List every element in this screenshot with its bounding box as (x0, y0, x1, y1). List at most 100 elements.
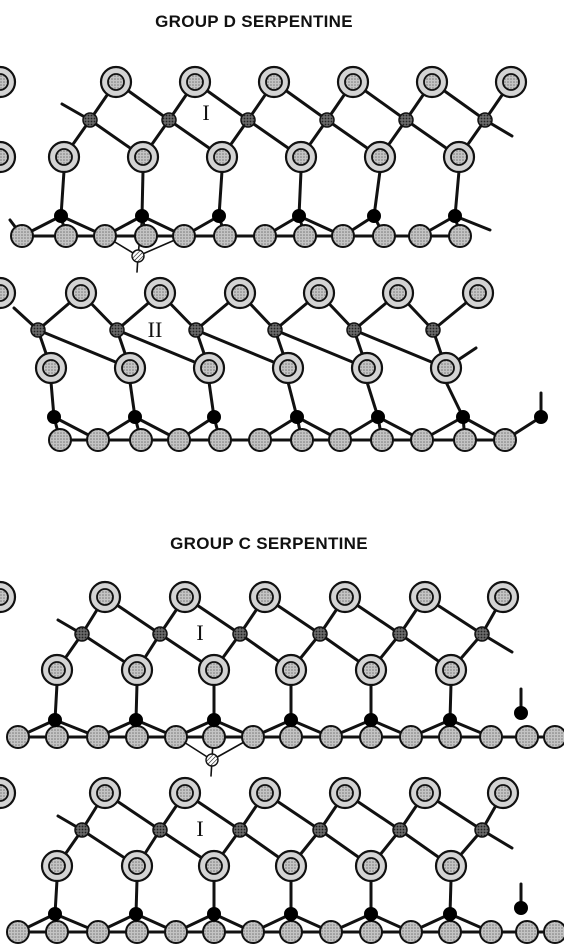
hydroxyl-oxygen-icon (461, 276, 495, 310)
octahedral-cation-icon (312, 626, 328, 642)
tetrahedral-cation-icon (48, 907, 62, 921)
hydroxyl-oxygen-icon (113, 351, 147, 385)
tetrahedral-cation-icon (284, 713, 298, 727)
hydroxyl-oxygen-icon (494, 65, 528, 99)
hydroxyl-oxygen-icon (0, 140, 17, 174)
bond-line (372, 169, 382, 218)
basal-oxygen-icon (410, 428, 434, 452)
basal-oxygen-icon (54, 224, 78, 248)
octahedral-cation-icon (161, 112, 177, 128)
basal-oxygen-icon (543, 920, 564, 944)
basal-oxygen-icon (515, 920, 539, 944)
basal-oxygen-icon (370, 428, 394, 452)
basal-oxygen-icon (202, 725, 226, 749)
serpentine-layers (0, 65, 564, 944)
bond-line (194, 328, 290, 370)
hydroxyl-oxygen-icon (354, 849, 388, 883)
hydroxyl-oxygen-icon (168, 776, 202, 810)
basal-oxygen-icon (279, 920, 303, 944)
tetrahedral-cation-icon (443, 713, 457, 727)
basal-oxygen-icon (408, 224, 432, 248)
hydroxyl-oxygen-icon (0, 65, 17, 99)
hydroxyl-oxygen-icon (120, 653, 154, 687)
hydroxyl-oxygen-icon (248, 580, 282, 614)
tetrahedral-cation-icon (534, 410, 548, 424)
basal-oxygen-icon (164, 920, 188, 944)
octahedral-cation-icon (232, 822, 248, 838)
basal-oxygen-icon (125, 725, 149, 749)
octahedral-cation-icon (398, 112, 414, 128)
tetrahedral-cation-icon (514, 901, 528, 915)
hydroxyl-oxygen-icon (143, 276, 177, 310)
hydroxyl-oxygen-icon (274, 653, 308, 687)
basal-oxygen-icon (86, 428, 110, 452)
hydroxyl-oxygen-icon (197, 849, 231, 883)
bond-line (297, 169, 303, 218)
hydroxyl-oxygen-icon (442, 140, 476, 174)
hydroxyl-oxygen-icon (40, 653, 74, 687)
octahedral-cation-icon (109, 322, 125, 338)
hydroxyl-oxygen-icon (47, 140, 81, 174)
octahedral-cation-icon (152, 626, 168, 642)
tetrahedral-cation-icon (135, 209, 149, 223)
tetrahedral-cation-icon (54, 209, 68, 223)
tetrahedral-cation-icon (212, 209, 226, 223)
tetrahedral-cation-icon (443, 907, 457, 921)
octahedral-cation-icon (240, 112, 256, 128)
hydrogen-bond-icon (131, 249, 145, 263)
layer-label-group-c-2: I (196, 816, 203, 841)
tetrahedral-cation-icon (207, 713, 221, 727)
bond-line (273, 328, 369, 370)
basal-oxygen-icon (86, 725, 110, 749)
octahedral-cation-icon (425, 322, 441, 338)
basal-oxygen-icon (290, 428, 314, 452)
hydroxyl-oxygen-icon (302, 276, 336, 310)
hydroxyl-oxygen-icon (88, 580, 122, 614)
basal-oxygen-icon (45, 920, 69, 944)
basal-oxygen-icon (45, 725, 69, 749)
hydroxyl-oxygen-icon (99, 65, 133, 99)
tetrahedral-cation-icon (364, 713, 378, 727)
tetrahedral-cation-icon (129, 713, 143, 727)
basal-oxygen-icon (438, 920, 462, 944)
hydroxyl-oxygen-icon (350, 351, 384, 385)
hydroxyl-oxygen-icon (178, 65, 212, 99)
basal-oxygen-icon (399, 725, 423, 749)
octahedral-cation-icon (477, 112, 493, 128)
basal-oxygen-icon (319, 920, 343, 944)
tetrahedral-cation-icon (292, 209, 306, 223)
basal-oxygen-icon (399, 920, 423, 944)
bond-line (217, 169, 224, 218)
tetrahedral-cation-icon (207, 907, 221, 921)
basal-oxygen-icon (479, 920, 503, 944)
basal-oxygen-icon (6, 725, 30, 749)
octahedral-cation-icon (392, 626, 408, 642)
hydroxyl-oxygen-icon (486, 580, 520, 614)
tetrahedral-cation-icon (128, 410, 142, 424)
hydroxyl-oxygen-icon (248, 776, 282, 810)
tetrahedral-cation-icon (371, 410, 385, 424)
tetrahedral-cation-icon (456, 410, 470, 424)
basal-oxygen-icon (515, 725, 539, 749)
bond-line (59, 169, 66, 218)
tetrahedral-cation-icon (290, 410, 304, 424)
octahedral-cation-icon (474, 822, 490, 838)
octahedral-cation-icon (319, 112, 335, 128)
basal-oxygen-icon (359, 725, 383, 749)
hydroxyl-oxygen-icon (415, 65, 449, 99)
basal-oxygen-icon (359, 920, 383, 944)
hydroxyl-oxygen-icon (328, 580, 362, 614)
basal-oxygen-icon (208, 428, 232, 452)
basal-oxygen-icon (253, 224, 277, 248)
bond-line (115, 328, 211, 370)
hydroxyl-oxygen-icon (336, 65, 370, 99)
layer-label-group-c-1: I (196, 620, 203, 645)
hydroxyl-oxygen-icon (363, 140, 397, 174)
basal-oxygen-icon (167, 428, 191, 452)
basal-oxygen-icon (448, 224, 472, 248)
hydroxyl-oxygen-icon (354, 653, 388, 687)
hydroxyl-oxygen-icon (197, 653, 231, 687)
bond-line (36, 328, 132, 370)
hydroxyl-oxygen-icon (429, 351, 463, 385)
basal-oxygen-icon (248, 428, 272, 452)
